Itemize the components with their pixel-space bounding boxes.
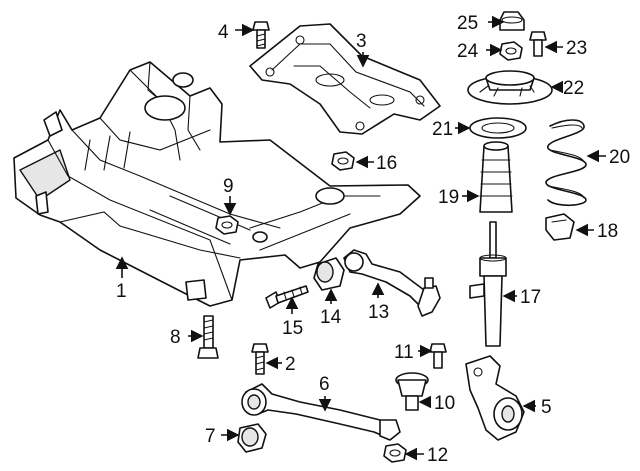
subframe (13, 61, 421, 307)
callout-13: 13 (368, 302, 389, 323)
strut-mount (467, 70, 553, 105)
bolt-23 (529, 31, 547, 57)
callout-16: 16 (376, 153, 397, 174)
callout-17: 17 (520, 287, 541, 308)
callout-19: 19 (438, 187, 459, 208)
leader-lines (115, 15, 606, 461)
bolt-15 (265, 285, 309, 309)
callout-labels: 4 3 25 24 23 22 21 16 20 9 19 18 1 17 13… (116, 13, 630, 466)
spring-seat-ring (469, 117, 527, 139)
callout-3: 3 (356, 31, 367, 52)
bushing-7 (237, 423, 267, 453)
callout-23: 23 (566, 38, 587, 59)
callout-12: 12 (427, 445, 448, 466)
callout-18: 18 (597, 221, 618, 242)
callout-6: 6 (319, 374, 330, 395)
nut-9 (215, 215, 239, 235)
callout-15: 15 (282, 318, 303, 339)
bolt-11 (429, 343, 447, 369)
callout-10: 10 (434, 393, 455, 414)
nut-16 (331, 151, 355, 171)
callout-5: 5 (541, 397, 552, 418)
dust-cap (499, 11, 525, 31)
callout-2: 2 (285, 354, 296, 375)
callout-22: 22 (563, 78, 584, 99)
callout-11: 11 (394, 342, 414, 363)
reinforcement-plate (249, 23, 441, 135)
ball-joint-10 (395, 372, 429, 411)
control-arm-13 (343, 249, 441, 317)
callout-24: 24 (457, 41, 479, 62)
dust-boot (479, 141, 513, 213)
callout-8: 8 (170, 327, 181, 348)
callout-14: 14 (320, 307, 342, 328)
bolt-8 (197, 315, 219, 359)
callout-9: 9 (223, 176, 234, 197)
spring-pad (545, 213, 575, 241)
nut-12 (383, 443, 407, 463)
coil-spring (545, 119, 587, 207)
callout-25: 25 (457, 13, 478, 34)
bushing-14 (313, 257, 345, 291)
nut-24 (499, 41, 523, 61)
steering-knuckle (465, 355, 525, 441)
strut-assembly (469, 221, 507, 347)
callout-1: 1 (116, 281, 127, 302)
callout-4: 4 (218, 22, 229, 43)
bolt-2 (251, 343, 269, 375)
callout-7: 7 (205, 426, 216, 447)
callout-21: 21 (432, 119, 453, 140)
callout-20: 20 (609, 147, 630, 168)
bolt-4 (252, 21, 270, 49)
